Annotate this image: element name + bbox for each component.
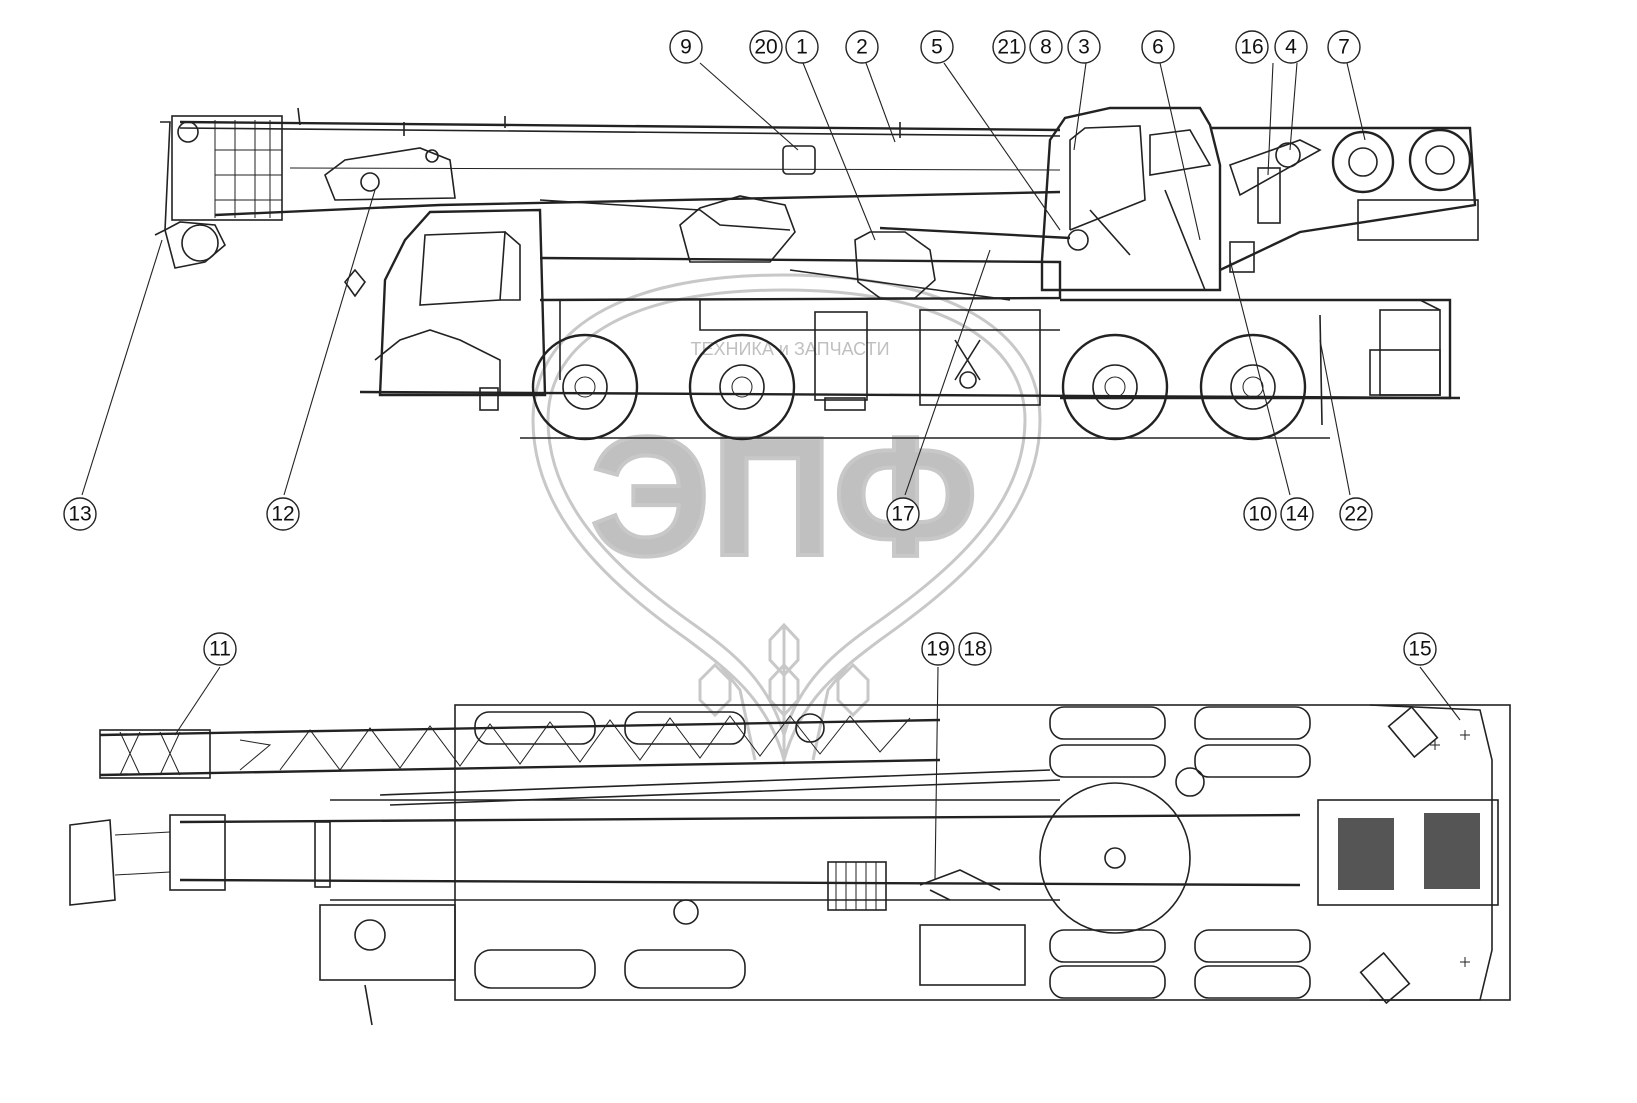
crane-diagram: ЭПФ ТЕХНИКА и ЗАПЧАСТИ (63, 30, 1511, 1026)
svg-text:21: 21 (997, 36, 1020, 59)
svg-text:16: 16 (1240, 36, 1263, 59)
svg-text:15: 15 (1408, 638, 1431, 661)
wheels (531, 333, 1307, 441)
callout-11: 11 (203, 632, 237, 666)
svg-text:13: 13 (68, 503, 91, 526)
callout-8: 8 (1029, 30, 1063, 64)
callout-5: 5 (920, 30, 954, 64)
svg-text:8: 8 (1040, 36, 1052, 59)
callout-4: 4 (1274, 30, 1308, 64)
svg-text:9: 9 (680, 36, 692, 59)
callout-17: 17 (886, 497, 920, 531)
side-view (154, 106, 1479, 441)
watermark: ЭПФ ТЕХНИКА и ЗАПЧАСТИ (531, 273, 1042, 766)
callout-18: 18 (958, 632, 992, 666)
svg-text:7: 7 (1338, 36, 1350, 59)
wheat-icon (698, 622, 870, 761)
diagram-canvas: ЭПФ ТЕХНИКА и ЗАПЧАСТИ (63, 30, 1511, 1026)
callout-10: 10 (1243, 497, 1277, 531)
svg-text:20: 20 (754, 36, 777, 59)
svg-text:2: 2 (856, 36, 868, 59)
svg-text:11: 11 (209, 638, 231, 661)
svg-text:1: 1 (796, 36, 808, 59)
watermark-arc-text: ТЕХНИКА и ЗАПЧАСТИ (690, 339, 889, 359)
svg-text:22: 22 (1344, 503, 1367, 526)
callout-20: 20 (749, 30, 783, 64)
callout-21: 21 (992, 30, 1026, 64)
svg-text:6: 6 (1152, 36, 1164, 59)
callout-7: 7 (1327, 30, 1361, 64)
callout-2: 2 (845, 30, 879, 64)
callout-12: 12 (266, 497, 300, 531)
callout-9: 9 (669, 30, 703, 64)
svg-text:4: 4 (1285, 36, 1297, 59)
top-view (69, 704, 1511, 1026)
svg-text:3: 3 (1078, 36, 1090, 59)
svg-text:18: 18 (963, 638, 986, 661)
callout-6: 6 (1141, 30, 1175, 64)
leader-lines (81, 62, 1461, 881)
callout-13: 13 (63, 497, 97, 531)
svg-text:12: 12 (271, 503, 294, 526)
callout-15: 15 (1403, 632, 1437, 666)
callout-22: 22 (1339, 497, 1373, 531)
svg-text:19: 19 (926, 638, 949, 661)
watermark-logo: ЭПФ (590, 402, 978, 592)
callout-19: 19 (921, 632, 955, 666)
callout-1: 1 (785, 30, 819, 64)
svg-text:10: 10 (1248, 503, 1271, 526)
svg-text:14: 14 (1285, 503, 1309, 526)
svg-text:5: 5 (931, 36, 943, 59)
callout-3: 3 (1067, 30, 1101, 64)
callout-16: 16 (1235, 30, 1269, 64)
callout-14: 14 (1280, 497, 1314, 531)
svg-text:17: 17 (891, 503, 914, 526)
